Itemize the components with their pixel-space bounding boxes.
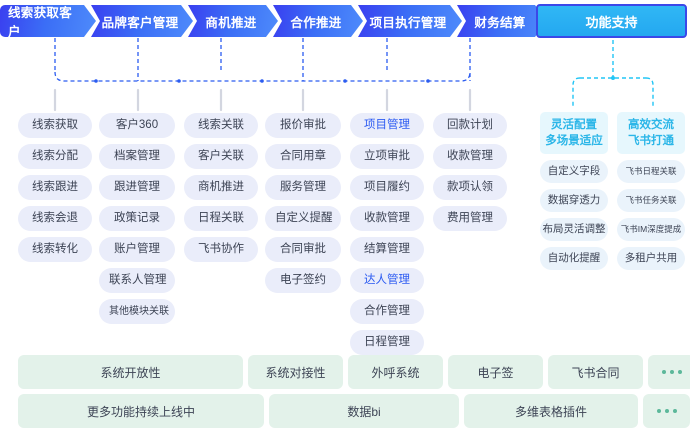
pill-item[interactable]: 服务管理: [265, 175, 341, 200]
pill-item[interactable]: 商机推进: [184, 175, 258, 200]
pill-item[interactable]: 结算管理: [350, 237, 424, 262]
column-project-execution: 项目管理 立项审批 项目履约 收款管理 结算管理 达人管理 合作管理 日程管理: [350, 113, 424, 355]
pill-item[interactable]: 立项审批: [350, 144, 424, 169]
pill-item[interactable]: 线索转化: [18, 237, 92, 262]
pill-item[interactable]: 档案管理: [99, 144, 175, 169]
pill-item[interactable]: 合同用章: [265, 144, 341, 169]
pill-item[interactable]: 合同审批: [265, 237, 341, 262]
process-flow-bar: 线索获取客户 品牌客户管理 商机推进 合作推进 项目执行管理 财务结算: [0, 5, 542, 37]
support-pill-item[interactable]: 自定义字段: [540, 160, 608, 183]
bottom-card[interactable]: 数据bi: [269, 394, 459, 428]
pill-item[interactable]: 政策记录: [99, 206, 175, 231]
column-financial-settlement: 回款计划 收款管理 款项认领 费用管理: [433, 113, 507, 231]
bottom-row-more-features: 更多功能持续上线中 数据bi 多维表格插件: [18, 394, 690, 428]
pill-item[interactable]: 其他模块关联: [99, 299, 175, 324]
pill-item[interactable]: 线索跟进: [18, 175, 92, 200]
flow-stage-3[interactable]: 合作推进: [273, 5, 363, 37]
flow-stage-label: 合作推进: [290, 15, 342, 30]
bottom-row-openness: 系统开放性 系统对接性 外呼系统 电子签 飞书合同: [18, 355, 690, 389]
pill-item[interactable]: 电子签约: [265, 268, 341, 293]
pill-item[interactable]: 款项认领: [433, 175, 507, 200]
flow-stage-label: 品牌客户管理: [101, 15, 179, 30]
pill-item[interactable]: 客户360: [99, 113, 175, 138]
pill-item[interactable]: 收款管理: [433, 144, 507, 169]
bottom-card[interactable]: 系统开放性: [18, 355, 243, 389]
flow-stage-1[interactable]: 品牌客户管理: [91, 5, 193, 37]
pill-item[interactable]: 线索会退: [18, 206, 92, 231]
pill-item[interactable]: 飞书协作: [184, 237, 258, 262]
flow-stage-0[interactable]: 线索获取客户: [0, 5, 96, 37]
support-pill-item[interactable]: 自动化提醒: [540, 247, 608, 270]
support-column-efficient-communication: 高效交流 飞书打通 飞书日程关联 飞书任务关联 飞书IM深度提成 多租户共用: [617, 112, 685, 270]
pill-item[interactable]: 线索分配: [18, 144, 92, 169]
pill-item[interactable]: 联系人管理: [99, 268, 175, 293]
column-cooperation-advance: 报价审批 合同用章 服务管理 自定义提醒 合同审批 电子签约: [265, 113, 341, 293]
support-column-flexible-config: 灵活配置 多场景适应 自定义字段 数据穿透力 布局灵活调整 自动化提醒: [540, 112, 608, 270]
pill-item[interactable]: 项目履约: [350, 175, 424, 200]
column-brand-customer-management: 客户360 档案管理 跟进管理 政策记录 账户管理 联系人管理 其他模块关联: [99, 113, 175, 324]
flow-stage-label: 项目执行管理: [369, 15, 447, 30]
support-pill-item[interactable]: 飞书日程关联: [617, 160, 685, 183]
pill-item[interactable]: 回款计划: [433, 113, 507, 138]
pill-item[interactable]: 日程关联: [184, 206, 258, 231]
support-pill-item[interactable]: 数据穿透力: [540, 189, 608, 212]
pill-item[interactable]: 日程管理: [350, 330, 424, 355]
support-pill-item[interactable]: 多租户共用: [617, 247, 685, 270]
flow-stage-5[interactable]: 财务结算: [457, 5, 547, 37]
support-column-header[interactable]: 灵活配置 多场景适应: [540, 112, 608, 154]
support-header-line1: 高效交流: [628, 119, 674, 131]
bottom-card-more[interactable]: [643, 394, 690, 428]
flow-stage-4[interactable]: 项目执行管理: [358, 5, 462, 37]
ellipsis-icon: [656, 409, 677, 413]
support-header-line1: 灵活配置: [551, 119, 597, 131]
flow-stage-label: 线索获取客户: [8, 6, 73, 39]
support-header-line2: 多场景适应: [545, 135, 603, 147]
support-header-label: 功能支持: [585, 14, 638, 30]
bottom-card[interactable]: 多维表格插件: [464, 394, 638, 428]
ellipsis-icon: [661, 370, 682, 374]
column-lead-acquisition: 线索获取 线索分配 线索跟进 线索会退 线索转化: [18, 113, 92, 262]
bottom-card[interactable]: 飞书合同: [548, 355, 643, 389]
pill-item[interactable]: 账户管理: [99, 237, 175, 262]
bottom-card[interactable]: 系统对接性: [248, 355, 343, 389]
pill-item[interactable]: 合作管理: [350, 299, 424, 324]
bottom-card[interactable]: 更多功能持续上线中: [18, 394, 264, 428]
bottom-card[interactable]: 外呼系统: [348, 355, 443, 389]
pill-item[interactable]: 收款管理: [350, 206, 424, 231]
pill-item[interactable]: 线索获取: [18, 113, 92, 138]
bottom-card[interactable]: 电子签: [448, 355, 543, 389]
support-header-line2: 飞书打通: [628, 135, 674, 147]
support-header-button[interactable]: 功能支持: [536, 4, 687, 38]
pill-item[interactable]: 费用管理: [433, 206, 507, 231]
support-pill-item[interactable]: 布局灵活调整: [540, 218, 608, 241]
flow-stage-label: 财务结算: [474, 15, 526, 30]
pill-item[interactable]: 项目管理: [350, 113, 424, 138]
column-opportunity-advance: 线索关联 客户关联 商机推进 日程关联 飞书协作: [184, 113, 258, 262]
flow-stage-label: 商机推进: [205, 15, 257, 30]
pill-item[interactable]: 跟进管理: [99, 175, 175, 200]
pill-item[interactable]: 报价审批: [265, 113, 341, 138]
pill-item[interactable]: 达人管理: [350, 268, 424, 293]
flow-stage-2[interactable]: 商机推进: [188, 5, 278, 37]
pill-item[interactable]: 线索关联: [184, 113, 258, 138]
support-column-header[interactable]: 高效交流 飞书打通: [617, 112, 685, 154]
pill-item[interactable]: 自定义提醒: [265, 206, 341, 231]
support-pill-item[interactable]: 飞书IM深度提成: [617, 218, 685, 241]
support-pill-item[interactable]: 飞书任务关联: [617, 189, 685, 212]
pill-item[interactable]: 客户关联: [184, 144, 258, 169]
bottom-card-more[interactable]: [648, 355, 690, 389]
